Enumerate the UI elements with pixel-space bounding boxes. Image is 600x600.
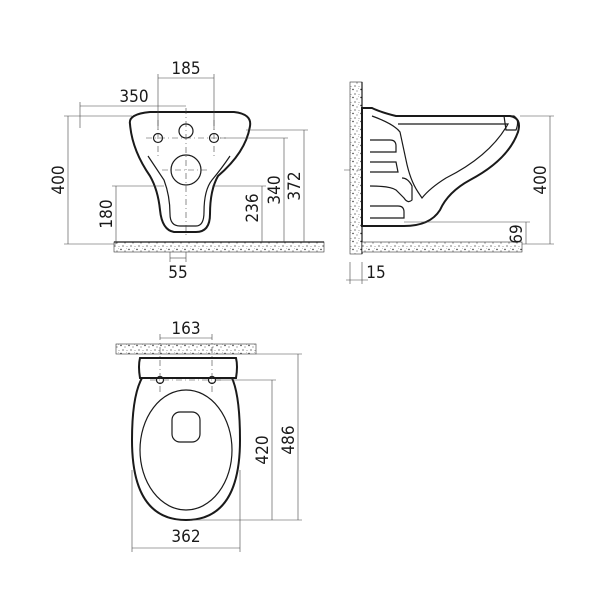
side-bowl-inner	[371, 115, 510, 200]
side-wall-hatch	[349, 81, 363, 255]
side-bowl-outer	[361, 107, 520, 227]
dim-400-side-label: 400	[531, 165, 551, 194]
dim-486-label: 486	[279, 425, 299, 454]
top-back-plate	[138, 357, 238, 379]
side-trap-channel-3	[369, 177, 413, 203]
side-trap-channel-2	[370, 161, 399, 173]
side-floor-hatch	[361, 241, 523, 253]
dim-163-label: 163	[171, 319, 200, 339]
side-trap-channel-1	[370, 139, 397, 153]
dim-185-label: 185	[171, 59, 200, 79]
side-outlet-pipe	[370, 205, 405, 219]
top-view: 163 420 486 362	[115, 319, 302, 552]
side-view: 400 69 15	[344, 81, 554, 284]
dim-420-label: 420	[253, 435, 273, 464]
dim-340-label: 340	[265, 175, 285, 204]
dim-400-front-label: 400	[49, 165, 69, 194]
top-drain-opening	[171, 411, 201, 443]
top-wall-hatch	[115, 343, 257, 355]
front-bowl-inner	[147, 155, 231, 227]
front-floor-hatch	[113, 241, 325, 253]
dim-236-label: 236	[243, 193, 263, 222]
front-view: 185 350 400 180 236 340 372 55	[49, 59, 325, 283]
dim-180-label: 180	[97, 199, 117, 228]
dim-15-label: 15	[366, 263, 385, 283]
side-rim-lip	[503, 115, 519, 131]
dim-55-label: 55	[168, 263, 187, 283]
dim-362-label: 362	[171, 527, 200, 547]
top-seat-opening	[139, 389, 233, 511]
top-bowl-outer	[130, 377, 242, 522]
dim-350-label: 350	[119, 87, 148, 107]
dim-69-label: 69	[507, 224, 527, 243]
front-bowl-outline	[128, 111, 252, 233]
dim-372-label: 372	[285, 171, 305, 200]
